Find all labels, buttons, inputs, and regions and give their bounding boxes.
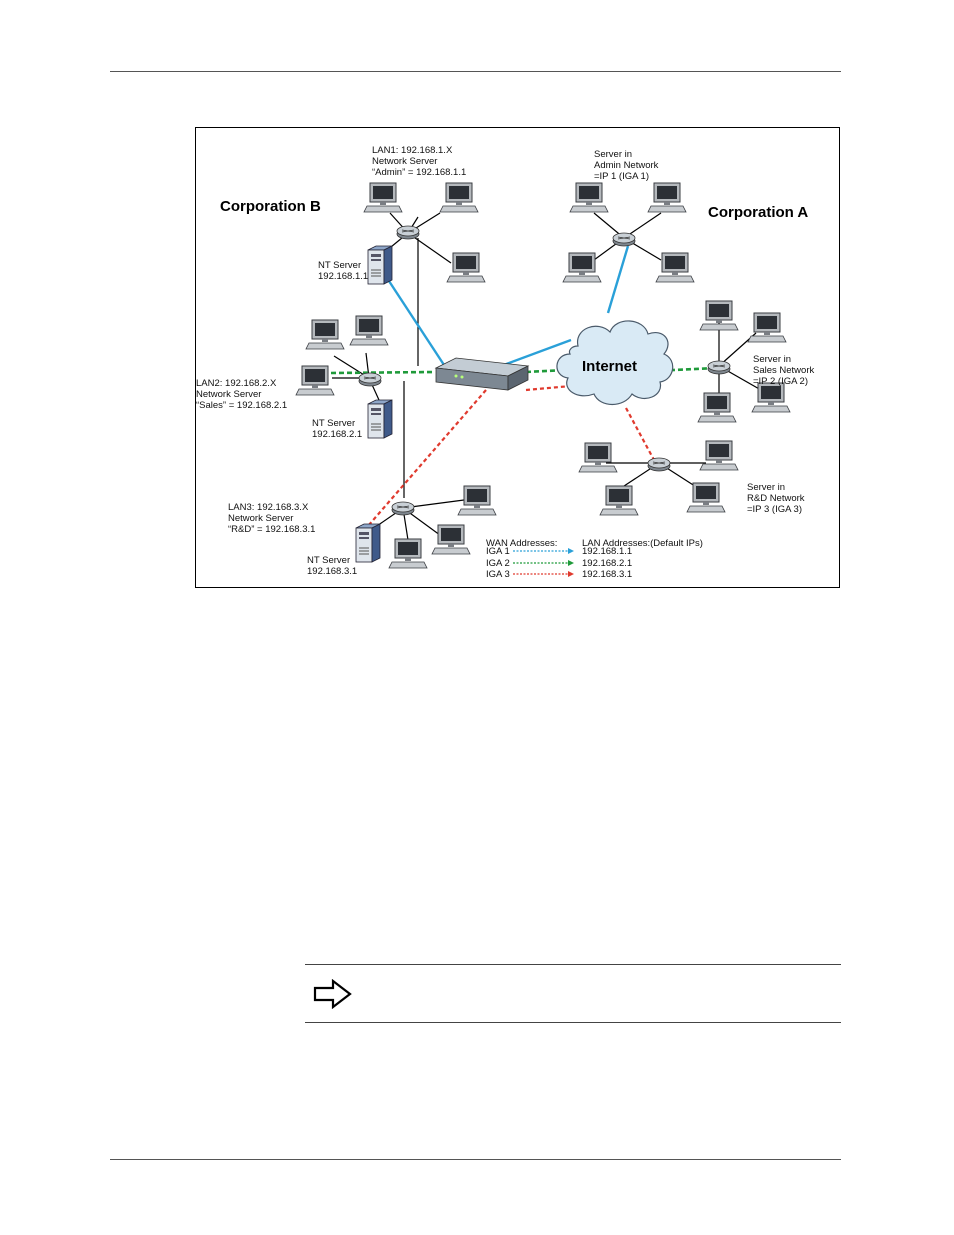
top-rule (110, 71, 841, 72)
iga1-links (385, 245, 630, 369)
note-box (305, 964, 841, 1023)
legend-iga-1: IGA 1 (486, 546, 510, 557)
nt-server-2-label: NT Server 192.168.2.1 (312, 418, 363, 440)
hub-lan2 (358, 372, 382, 387)
legend-ip-3: 192.168.3.1 (582, 569, 633, 580)
hub-rd (647, 457, 671, 472)
corporation-b-label: Corporation B (220, 198, 321, 215)
iga3-links (367, 384, 655, 527)
internet-label: Internet (582, 358, 638, 375)
wan-addresses-header: WAN Addresses: (486, 538, 558, 549)
hub-lan3 (391, 501, 415, 516)
nt-server-2 (367, 399, 393, 439)
lan2-label: LAN2: 192.168.2.X Network Server “Sales”… (196, 378, 288, 411)
server-admin-label: Server in Admin Network =IP 1 (IGA 1) (594, 149, 659, 182)
network-diagram: Corporation B Corporation A Internet LAN… (195, 127, 840, 588)
hub-lan1 (396, 225, 420, 240)
lan3-label: LAN3: 192.168.3.X Network Server “R&D” =… (228, 502, 316, 535)
lan-addresses-header: LAN Addresses:(Default IPs) (582, 538, 703, 549)
note-arrow-icon (313, 979, 352, 1009)
internet-cloud (556, 320, 674, 406)
legend-iga-3: IGA 3 (486, 569, 510, 580)
legend-arrows (513, 548, 574, 577)
bottom-rule (110, 1159, 841, 1160)
nt-server-1-label: NT Server 192.168.1.1 (318, 260, 369, 282)
legend-ip-2: 192.168.2.1 (582, 558, 633, 569)
corporation-a-label: Corporation A (708, 204, 809, 221)
hub-sales (707, 360, 731, 375)
hub-admin (612, 232, 636, 247)
legend-iga-2: IGA 2 (486, 558, 510, 569)
central-router (434, 357, 530, 391)
nt-server-3-label: NT Server 192.168.3.1 (307, 555, 358, 577)
server-rd-label: Server in R&D Network =IP 3 (IGA 3) (747, 482, 805, 515)
lan1-label: LAN1: 192.168.1.X Network Server “Admin”… (372, 145, 467, 178)
nt-server-3 (355, 523, 381, 563)
nt-server-1 (367, 245, 393, 285)
legend-ip-1: 192.168.1.1 (582, 546, 633, 557)
server-sales-label: Server in Sales Network =IP 2 (IGA 2) (753, 354, 815, 387)
network-diagram-svg (295, 182, 791, 577)
